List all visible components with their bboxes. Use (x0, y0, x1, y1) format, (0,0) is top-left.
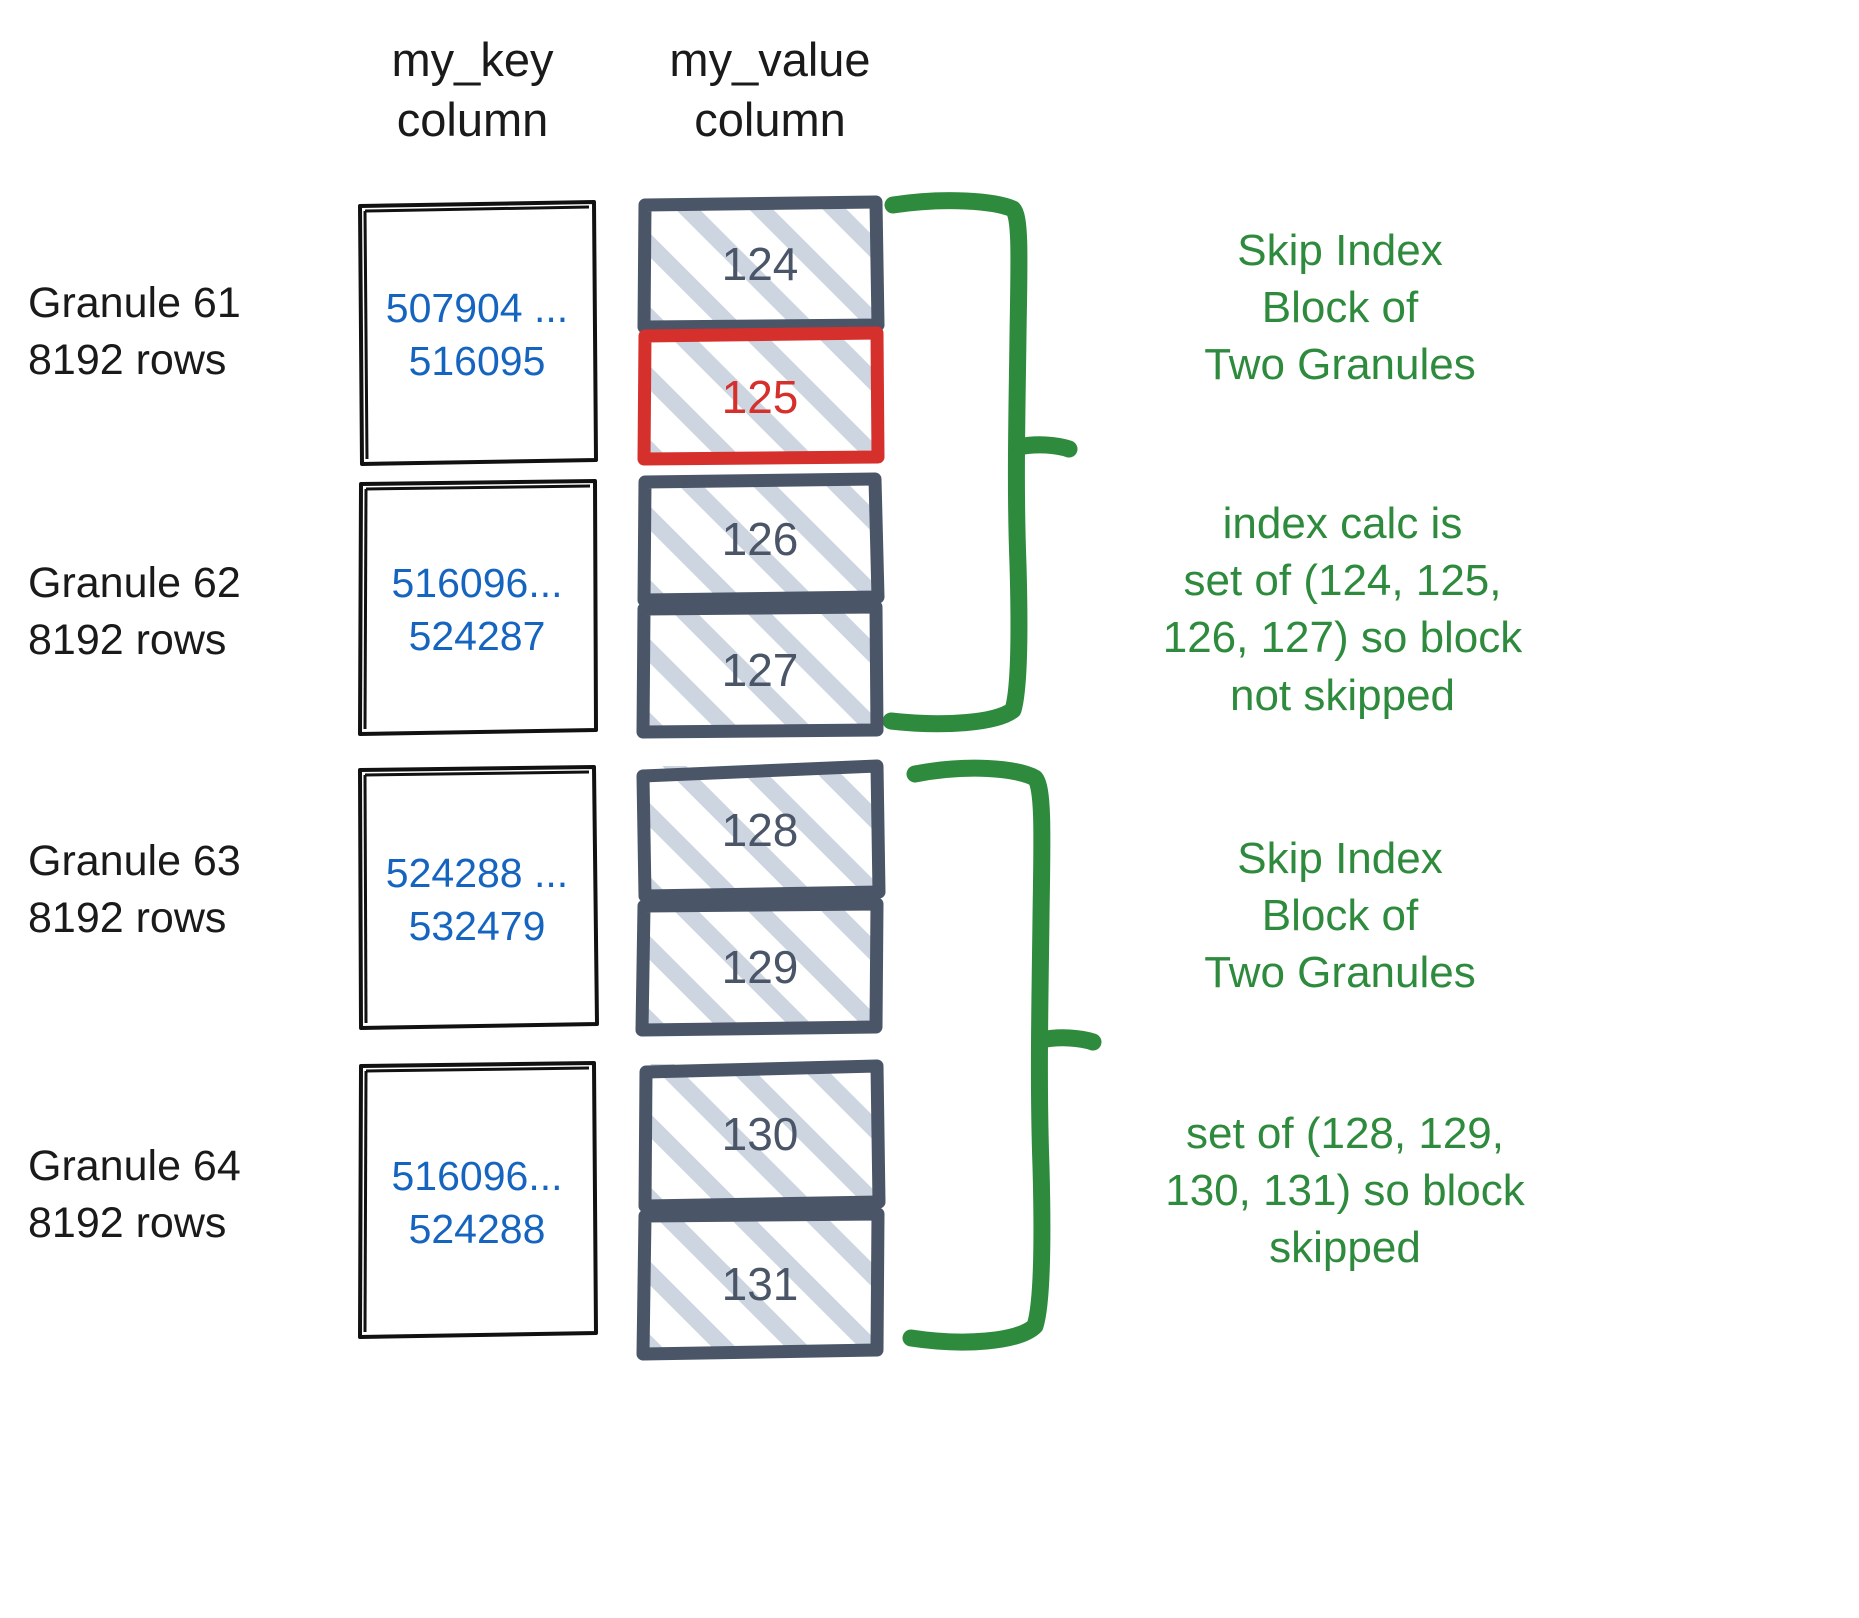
value-box-131: 131 (636, 1207, 885, 1361)
hatch-pattern (643, 203, 877, 324)
value-box-124: 124 (637, 195, 885, 334)
value-box-127: 127 (636, 600, 884, 739)
value-box-125-highlighted: 125 (637, 326, 885, 466)
annotation-skip-index-block-upper: Skip Index Block of Two Granules (1204, 226, 1476, 390)
value-box-130: 130 (637, 1058, 886, 1213)
sketch-border (358, 765, 599, 1030)
granule-label-62: Granule 62 8192 rows (28, 559, 241, 664)
value-text-128: 128 (721, 804, 799, 856)
value-text-126: 126 (721, 513, 799, 565)
sketch-border (358, 200, 598, 466)
value-box-129: 129 (635, 897, 884, 1037)
value-box-126: 126 (637, 472, 885, 607)
key-range-62: 516096... 524287 (391, 559, 563, 659)
value-box-128: 128 (636, 759, 886, 903)
sketch-border (638, 1059, 886, 1213)
value-text-124: 124 (721, 237, 799, 290)
hatch-pattern (643, 906, 877, 1027)
granule-label-63: Granule 63 8192 rows (28, 837, 241, 942)
sketch-border (635, 897, 884, 1037)
annotation-index-calc-not-skipped: index calc is set of (124, 125, 126, 127… (1162, 499, 1523, 720)
sketch-border (636, 759, 886, 903)
key-box-granule-63: 524288 ... 532479 (356, 763, 599, 1031)
my-value-column-header: my_value column (669, 33, 871, 147)
value-text-131: 131 (721, 1258, 799, 1310)
key-box-granule-64: 516096... 524288 (356, 1060, 598, 1340)
value-text-130: 130 (721, 1108, 799, 1160)
hatch-pattern (643, 1064, 877, 1204)
value-text-129: 129 (721, 940, 799, 993)
skip-index-brace-lower (902, 759, 1102, 1351)
value-text-127: 127 (721, 643, 799, 696)
key-range-64: 516096... 524288 (391, 1152, 563, 1252)
hatch-pattern (643, 481, 877, 597)
hatch-pattern (643, 1216, 877, 1352)
my-key-column-header: my_key column (391, 33, 554, 147)
value-text-125: 125 (721, 370, 799, 423)
sketch-border (358, 1061, 598, 1339)
sketch-border (637, 195, 885, 334)
hatch-pattern (643, 766, 877, 894)
key-box-granule-61: 507904 ... 516095 (356, 198, 598, 466)
key-range-63: 524288 ... 532479 (385, 849, 569, 949)
sketch-border (637, 472, 885, 607)
annotation-skip-index-block-lower: Skip Index Block of Two Granules (1204, 834, 1476, 998)
key-range-61: 507904 ... 516095 (385, 284, 569, 384)
hatch-pattern (643, 336, 877, 457)
sketch-border (358, 479, 598, 736)
sketch-border (636, 600, 884, 739)
skip-index-brace-upper (882, 192, 1078, 733)
hatch-pattern (643, 609, 877, 730)
sketch-border-highlight (637, 326, 885, 466)
granule-label-61: Granule 61 8192 rows (28, 279, 241, 384)
sketch-border (636, 1207, 885, 1361)
annotation-set-skipped: set of (128, 129, 130, 131) so block ski… (1165, 1109, 1525, 1273)
key-box-granule-62: 516096... 524287 (356, 478, 598, 736)
granule-label-64: Granule 64 8192 rows (28, 1142, 241, 1247)
